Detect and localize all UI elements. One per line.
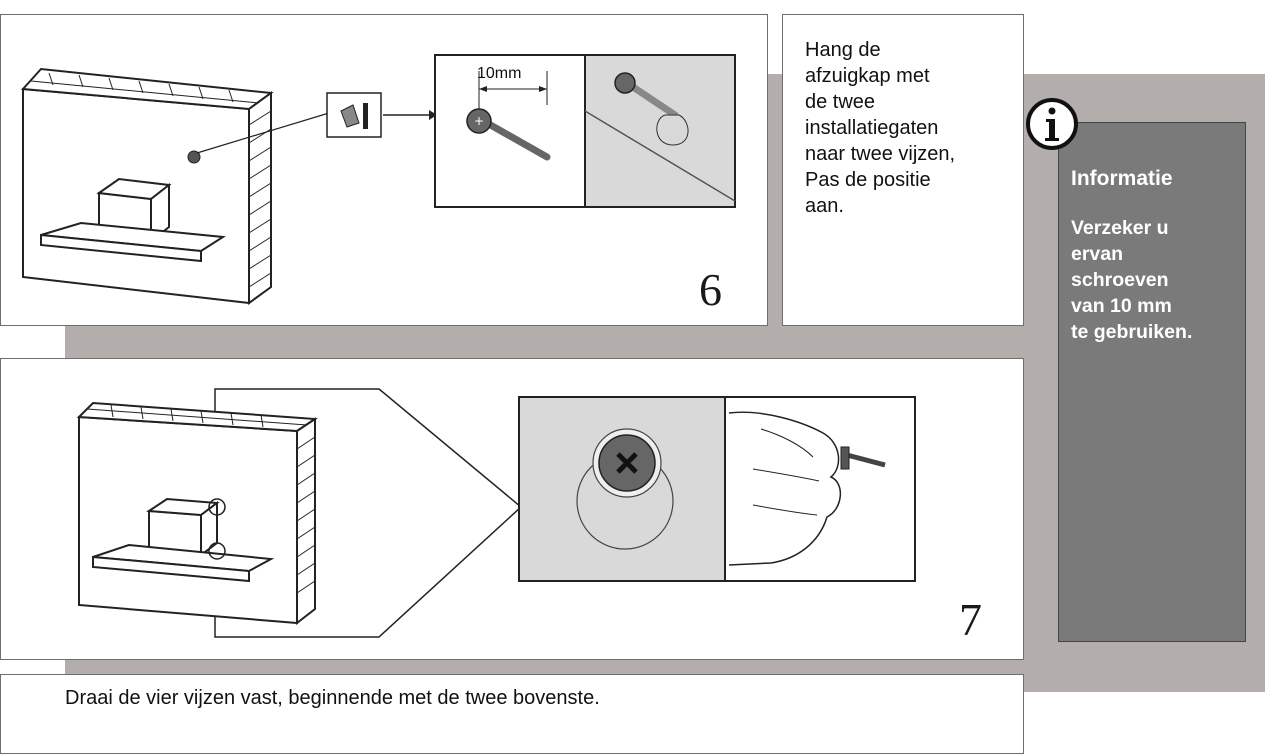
step-6-wall-illustration: +: [20, 54, 736, 305]
measure-label: 10mm: [477, 65, 522, 82]
step-7-illustration-panel: 7: [0, 358, 1024, 660]
info-icon: [1026, 98, 1078, 150]
info-panel: Informatie Verzeker u ervan schroeven va…: [1058, 122, 1246, 642]
info-body: Verzeker u ervan schroeven van 10 mm te …: [1071, 217, 1193, 343]
info-title: Informatie: [1071, 167, 1173, 190]
step-7-wall-illustration: [76, 388, 916, 638]
svg-text:+: +: [474, 114, 484, 128]
step-number: 6: [699, 264, 722, 315]
step-6-instruction-text: Hang de afzuigkap met de twee installati…: [805, 39, 956, 217]
step-6-illustration-panel: + 10mm 6: [0, 14, 768, 326]
step-number: 7: [959, 594, 982, 645]
step-6-instruction-panel: Hang de afzuigkap met de twee installati…: [782, 14, 1024, 326]
step-7-instruction-text: Draai de vier vijzen vast, beginnende me…: [65, 687, 600, 709]
step-7-caption-panel: Draai de vier vijzen vast, beginnende me…: [0, 674, 1024, 754]
